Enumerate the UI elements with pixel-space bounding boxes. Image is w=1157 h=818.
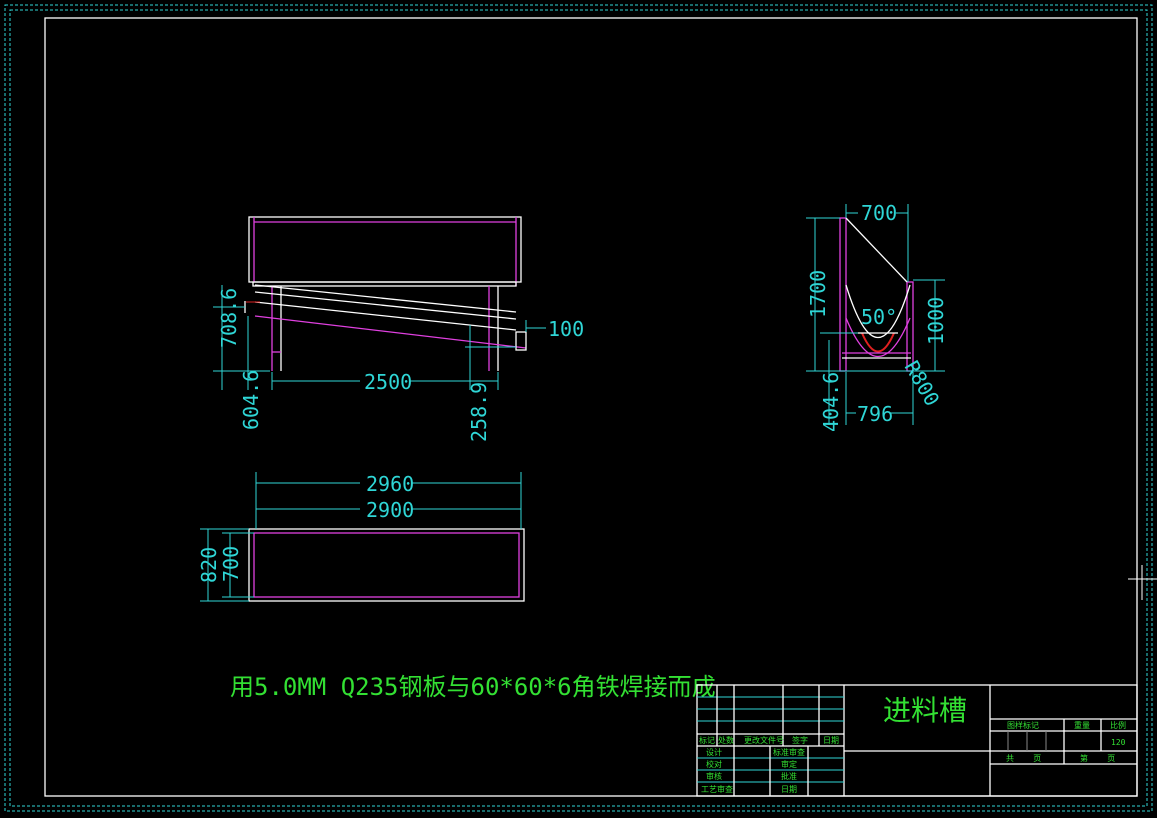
page-number: 第 页 bbox=[1080, 753, 1115, 763]
sign-label: 日期 bbox=[781, 785, 797, 794]
rev-header: 更改文件号 bbox=[744, 735, 784, 745]
dim-inner-width: 700 bbox=[219, 546, 243, 582]
dim-angle: 50° bbox=[861, 305, 897, 329]
dim-top-width: 700 bbox=[861, 201, 897, 225]
dim-inner-length: 2900 bbox=[366, 498, 414, 522]
drawing-frame bbox=[44, 17, 1138, 797]
sign-label: 工艺审查 bbox=[701, 784, 733, 794]
scale-value: 120 bbox=[1111, 738, 1126, 747]
rev-header: 处数 bbox=[718, 735, 734, 745]
side-view: 700 1700 1000 50° R800 404.6 796 bbox=[806, 201, 948, 432]
sign-label: 审核 bbox=[706, 771, 722, 781]
dim-outlet: 100 bbox=[548, 317, 584, 341]
sign-label: 校对 bbox=[706, 759, 722, 769]
outer-border-inner bbox=[9, 9, 1148, 807]
right-header: 图样标记 bbox=[1007, 720, 1039, 730]
sign-label: 批准 bbox=[781, 771, 797, 781]
dim-leg-left: 604.6 bbox=[239, 370, 263, 430]
right-header: 比例 bbox=[1110, 720, 1126, 730]
outer-border bbox=[4, 4, 1153, 812]
dim-length: 2500 bbox=[364, 370, 412, 394]
dim-radius: R800 bbox=[900, 357, 945, 411]
dim-base-width: 796 bbox=[857, 402, 893, 426]
elevation-view: 708.6 2500 604.6 258.9 100 bbox=[213, 216, 584, 442]
dim-right-height: 1000 bbox=[924, 297, 948, 345]
rev-header: 日期 bbox=[823, 736, 839, 745]
sign-label: 标准审查 bbox=[773, 747, 805, 757]
dim-height: 708.6 bbox=[217, 288, 241, 348]
dim-outer-width: 820 bbox=[197, 547, 221, 583]
sign-label: 设计 bbox=[706, 747, 722, 757]
dim-outer-length: 2960 bbox=[366, 472, 414, 496]
dim-base-height: 404.6 bbox=[819, 372, 843, 432]
total-pages: 共 页 bbox=[1006, 754, 1041, 763]
dim-leg-right: 258.9 bbox=[467, 382, 491, 442]
plan-view: 2960 2900 820 700 bbox=[197, 472, 525, 602]
sign-label: 审定 bbox=[781, 759, 797, 769]
right-header: 重量 bbox=[1074, 720, 1090, 730]
dim-height: 1700 bbox=[806, 270, 830, 318]
drawing-title: 进料槽 bbox=[883, 694, 967, 727]
fabrication-note: 用5.0MM Q235钢板与60*60*6角铁焊接而成 bbox=[230, 673, 716, 701]
title-block: 进料槽 标记 处数 更改文件号 签字 日期 设计 校对 审核 工艺审查 标准审查… bbox=[696, 684, 1138, 797]
rev-header: 签字 bbox=[792, 735, 808, 745]
rev-header: 标记 bbox=[699, 735, 715, 745]
